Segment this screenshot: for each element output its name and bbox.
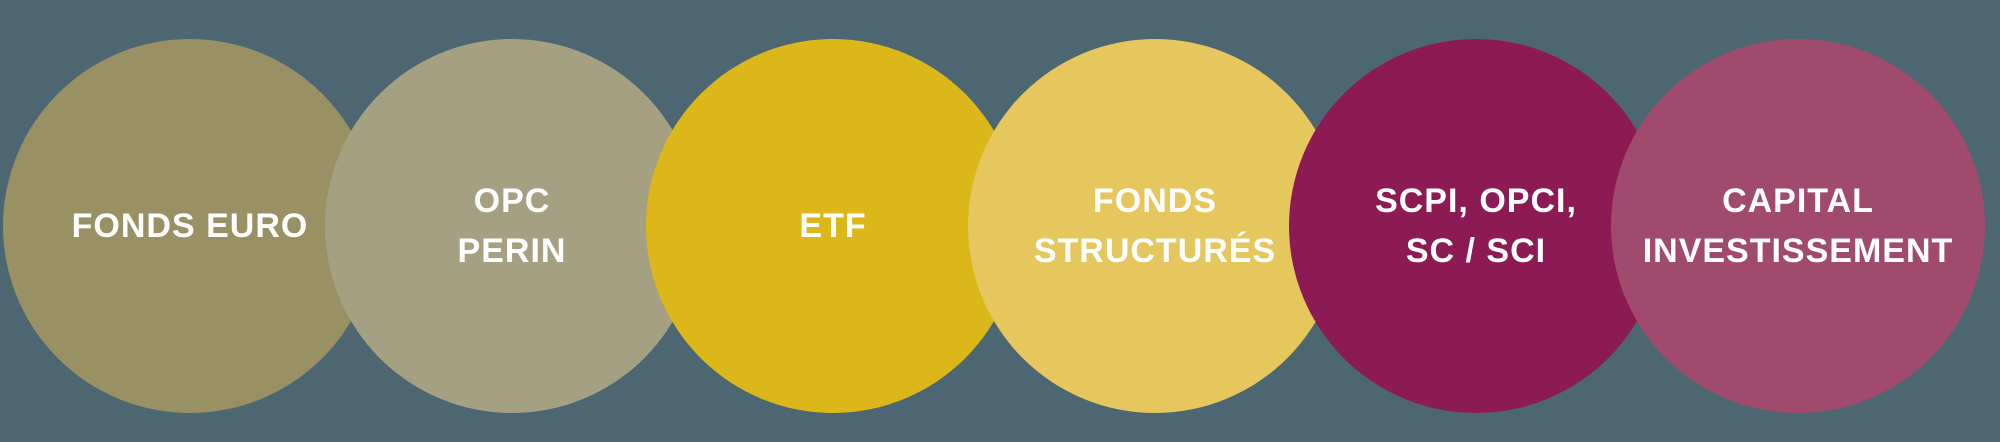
circle-fonds-euro[interactable]: FONDS EURO — [3, 39, 377, 413]
circle-scpi-opci-sc-sci-label: SCPI, OPCI, SC / SCI — [1375, 176, 1577, 276]
label-line: FONDS — [1093, 182, 1217, 220]
circle-capital-investissement-label: CAPITAL INVESTISSEMENT — [1643, 176, 1954, 276]
label-line: OPC — [473, 182, 551, 220]
circle-opc-perin[interactable]: OPC PERIN — [325, 39, 699, 413]
label-line: SC / SCI — [1405, 232, 1547, 270]
label-line: STRUCTURÉS — [1033, 232, 1277, 270]
label-line: PERIN — [457, 232, 567, 270]
label-line: SCPI, OPCI, — [1375, 182, 1577, 220]
label-line: FONDS EURO — [71, 207, 309, 245]
circle-etf-label: ETF — [799, 201, 866, 251]
circle-opc-perin-label: OPC PERIN — [458, 176, 567, 276]
circle-scpi-opci-sc-sci[interactable]: SCPI, OPCI, SC / SCI — [1289, 39, 1663, 413]
label-line: INVESTISSEMENT — [1642, 232, 1954, 270]
label-line: ETF — [799, 207, 867, 245]
circle-fonds-structures-label: FONDS STRUCTURÉS — [1034, 176, 1276, 276]
circle-capital-investissement[interactable]: CAPITAL INVESTISSEMENT — [1611, 39, 1985, 413]
circle-etf[interactable]: ETF — [646, 39, 1020, 413]
circle-fonds-structures[interactable]: FONDS STRUCTURÉS — [968, 39, 1342, 413]
label-line: CAPITAL — [1722, 182, 1874, 220]
circle-fonds-euro-label: FONDS EURO — [72, 201, 309, 251]
